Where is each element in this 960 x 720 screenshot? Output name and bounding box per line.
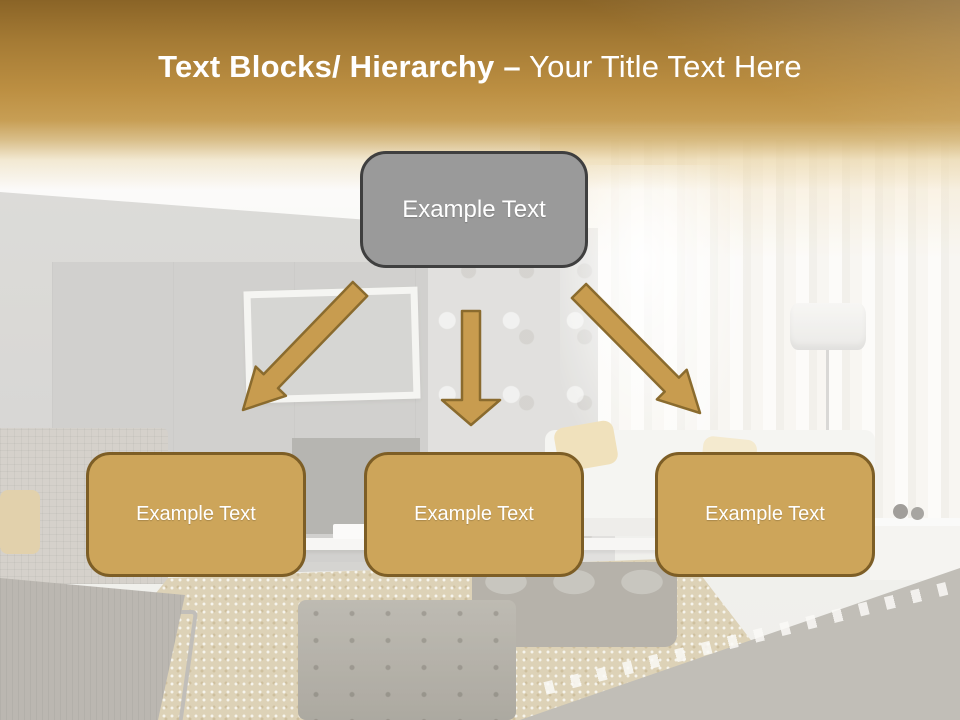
- title-bold-text: Text Blocks/ Hierarchy: [158, 49, 495, 84]
- child-node-1[interactable]: Example Text: [86, 452, 306, 577]
- root-node-label: Example Text: [402, 195, 546, 223]
- bg-decor-sphere: [893, 504, 908, 519]
- child-node-3-label: Example Text: [705, 503, 825, 525]
- child-node-1-label: Example Text: [136, 503, 256, 525]
- title-dash: –: [503, 49, 521, 84]
- child-node-2[interactable]: Example Text: [364, 452, 584, 577]
- arrow-down-icon[interactable]: [440, 309, 502, 427]
- title-regular-text: Your Title Text Here: [529, 49, 802, 84]
- slide-title[interactable]: Text Blocks/ Hierarchy – Your Title Text…: [0, 49, 960, 84]
- child-node-2-label: Example Text: [414, 503, 534, 525]
- bg-side-table: [870, 518, 960, 580]
- bg-pillow: [0, 490, 40, 554]
- bg-floor-lamp-shade: [790, 303, 866, 350]
- child-node-3[interactable]: Example Text: [655, 452, 875, 577]
- bg-tufted-ottoman: [298, 600, 516, 720]
- bg-floor-lamp-pole: [826, 350, 829, 454]
- root-node[interactable]: Example Text: [360, 151, 588, 268]
- arrow-down-right-icon[interactable]: [570, 282, 702, 415]
- bg-decor-sphere: [911, 507, 924, 520]
- arrow-down-left-icon[interactable]: [241, 280, 369, 412]
